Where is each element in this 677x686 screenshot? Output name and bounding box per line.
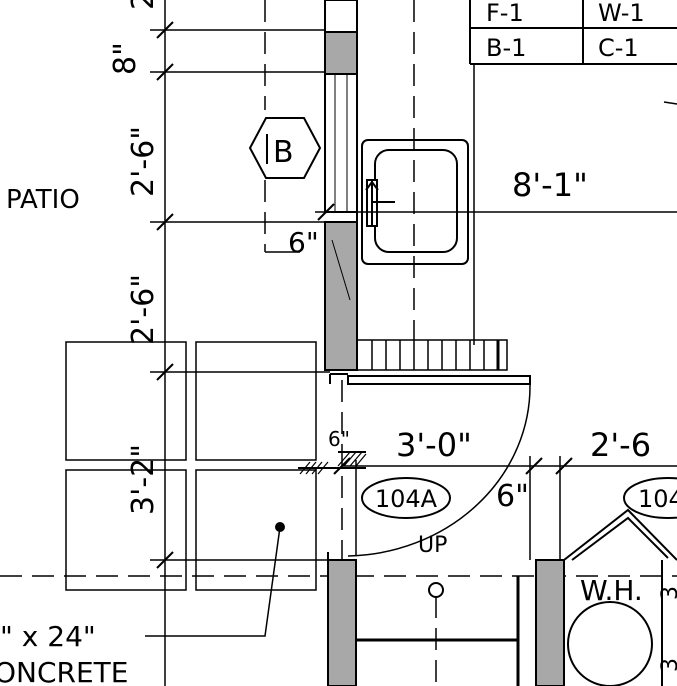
schedule-cell-c1: C-1 [598, 34, 639, 62]
concrete-leader-line [145, 526, 281, 637]
schedule-cell-w1: W-1 [598, 0, 645, 27]
hex-tag-b-label: B [273, 135, 294, 170]
room-tag-104: 104 [638, 485, 677, 513]
dim-3ft0: 3'-0" [396, 426, 472, 464]
dim-6in-right: 6" [496, 479, 529, 514]
concrete-pads [65, 341, 317, 591]
concrete-note: ONCRETE [0, 656, 128, 686]
water-heater-closet [563, 508, 677, 686]
dim-door-line [333, 456, 677, 560]
stair-up-label: UP [418, 533, 447, 558]
concrete-size-note: " x 24" [0, 620, 96, 653]
dim-left-2ft6-lower: 2'-6" [126, 274, 161, 345]
dim-6in-small-label: 6" [328, 427, 350, 451]
dim-right-edge-partial: 3 [658, 586, 677, 600]
dim-8ft1: 8'-1" [512, 166, 588, 204]
left-dimension-string [150, 0, 330, 686]
dim-left-3ft2: 3'-2" [126, 444, 161, 515]
patio-label: PATIO [6, 185, 80, 215]
room-tag-104-oval [623, 477, 677, 519]
sink-fixture [361, 139, 469, 265]
lower-walls [327, 552, 565, 686]
leader-arrow-top-right [663, 101, 677, 105]
dim-2ft6-right: 2'-6 [590, 426, 651, 464]
schedule-cell-f1: F-1 [486, 0, 524, 27]
dim-8ft1-line [315, 203, 677, 221]
door-swing [329, 373, 531, 557]
dim-small-6in: 6" [288, 226, 319, 259]
stair-treads [356, 339, 508, 371]
dim-left-top-partial: 2 [126, 0, 161, 10]
schedule-cell-b1: B-1 [486, 34, 526, 62]
dim-right-edge-partial-2: 3 [658, 658, 677, 672]
hex-tag-b [248, 117, 322, 179]
water-heater-label: W.H. [580, 574, 643, 607]
room-tag-104a: 104A [375, 485, 438, 513]
schedule-table [469, 0, 677, 345]
room-tag-104a-oval [361, 477, 451, 519]
dim-left-8in: 8" [108, 42, 143, 75]
dim-left-2ft6-upper: 2'-6" [126, 126, 161, 197]
exterior-wall [324, 0, 358, 371]
